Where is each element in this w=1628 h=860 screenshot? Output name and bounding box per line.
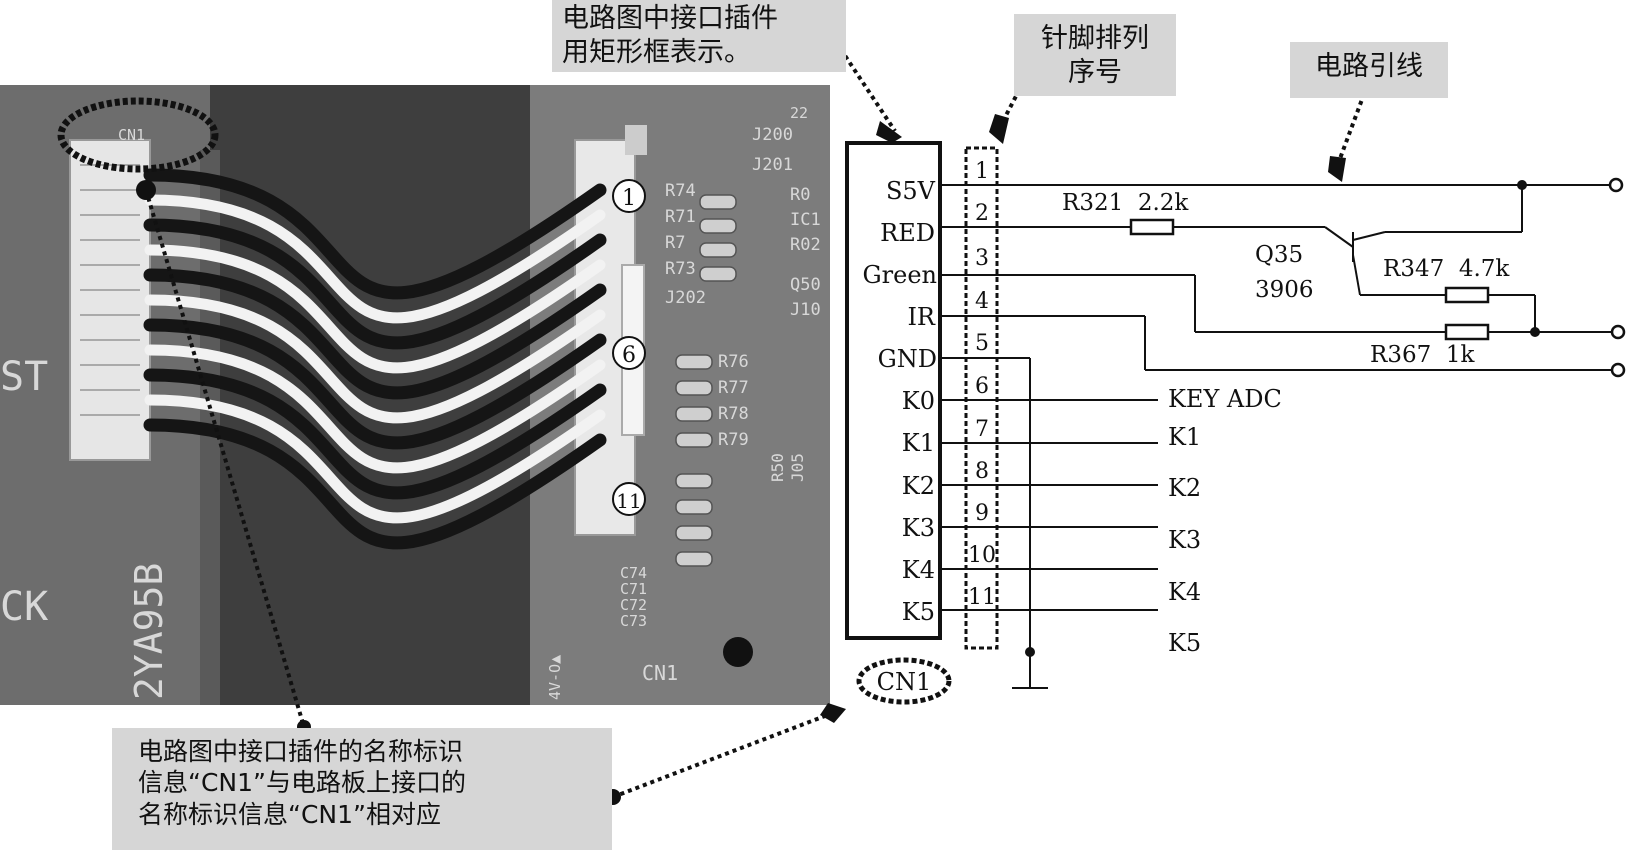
net-label: K2	[1168, 474, 1201, 502]
pin-label: RED	[880, 219, 935, 247]
schematic-text: S5V RED Green IR GND K0 K1 K2 K3 K4 K5 1…	[856, 159, 1510, 705]
callout-text: 电路图中接口插件的名称标识	[138, 737, 464, 766]
pin-mark-11: 11	[612, 482, 646, 516]
callout-circuit-lead: 电路引线	[1290, 42, 1448, 98]
callout-name-match: 电路图中接口插件的名称标识 信息“CN1”与电路板上接口的 名称标识信息“CN1…	[112, 728, 612, 850]
board-label: CK	[0, 584, 48, 630]
board-label: IC1	[790, 210, 821, 230]
r347-label: R347 4.7k	[1383, 256, 1510, 282]
board-label: R76	[718, 352, 749, 372]
board-label: R78	[718, 404, 749, 424]
pin-mark-1: 1	[612, 179, 646, 213]
terminal	[1608, 177, 1624, 193]
callout-pin-order: 针脚排列 序号	[1014, 14, 1176, 96]
circuit-board-photo: CN1 J200 J201 R74 R71 R7 R73 J202 R0 IC1…	[0, 85, 830, 705]
pin-label: K3	[902, 514, 935, 542]
board-label: R77	[718, 378, 749, 398]
pin-number: 1	[975, 159, 989, 184]
svg-text:6: 6	[622, 343, 636, 368]
board-label: R50	[768, 453, 787, 482]
connector-box	[845, 141, 942, 640]
pin-label: Green	[862, 261, 937, 289]
callout-connector-rectangle: 电路图中接口插件 用矩形框表示。	[552, 0, 846, 72]
callout-text: 针脚排列	[1041, 23, 1149, 54]
net-label: KEY ADC	[1168, 385, 1282, 413]
callout-text: 信息“CN1”与电路板上接口的	[138, 768, 466, 798]
callout-text: 序号	[1068, 56, 1122, 88]
board-label: CN1	[118, 126, 145, 144]
callout-text: 电路图中接口插件	[562, 3, 778, 34]
pin-number-box	[964, 146, 999, 650]
pin-mark-6: 6	[612, 336, 646, 370]
pin-label: K5	[902, 598, 935, 626]
board-label: ST	[0, 354, 48, 400]
board-label: J05	[788, 453, 807, 482]
board-label: 22	[790, 104, 808, 122]
cn1-board-ellipse	[57, 97, 219, 173]
board-label: 4V-O▲	[546, 655, 564, 700]
board-label: C71	[620, 580, 647, 598]
resistor-r367	[1444, 323, 1490, 341]
r367-label: R367 1k	[1370, 342, 1475, 368]
board-label: R7	[665, 233, 685, 253]
callout-text: 用矩形框表示。	[562, 36, 751, 68]
board-label: 2YA95B	[127, 563, 171, 700]
pin-number: 9	[975, 501, 989, 526]
callout-text: 名称标识信息“CN1”相对应	[138, 799, 441, 829]
resistor-r347	[1444, 286, 1490, 304]
pin-label: K0	[902, 387, 935, 415]
pin-number: 4	[975, 289, 989, 314]
svg-text:1: 1	[622, 186, 636, 211]
pin-number: 6	[975, 374, 989, 399]
pin-label: K4	[902, 556, 935, 584]
q35-label: Q35	[1255, 242, 1303, 268]
pin-number: 10	[968, 543, 996, 568]
pin-number: 2	[975, 201, 989, 226]
pin-label: IR	[907, 303, 935, 331]
board-label: C74	[620, 564, 647, 582]
board-label: J200	[752, 125, 793, 145]
callout-text: 电路引线	[1315, 51, 1423, 82]
pin-number: 5	[975, 331, 989, 356]
terminal	[1610, 362, 1626, 378]
board-label: R71	[665, 207, 696, 227]
board-label: R0	[790, 185, 810, 205]
pin-label: GND	[878, 345, 937, 373]
net-label: K5	[1168, 629, 1201, 657]
net-label: K4	[1168, 578, 1201, 606]
svg-text:11: 11	[616, 489, 641, 513]
board-label: J10	[790, 300, 821, 320]
r321-label: R321 2.2k	[1062, 190, 1189, 216]
board-label: R79	[718, 430, 749, 450]
cn1-schematic-ellipse	[856, 657, 952, 705]
q35-part-label: 3906	[1255, 277, 1314, 303]
schematic	[845, 141, 1626, 689]
board-label: R02	[790, 235, 821, 255]
board-label: Q50	[790, 275, 821, 295]
pin-label: K1	[902, 429, 935, 457]
net-label: K1	[1168, 423, 1201, 451]
board-label: R73	[665, 259, 696, 279]
board-label: C72	[620, 596, 647, 614]
connector-name: CN1	[877, 668, 932, 696]
board-label: J202	[665, 288, 706, 308]
pin-number: 8	[975, 459, 989, 484]
resistor-r321	[1129, 218, 1175, 236]
pointer-hands	[136, 29, 1375, 805]
pin-number: 3	[975, 246, 989, 271]
board-label: CN1	[642, 661, 678, 685]
terminal	[1610, 324, 1626, 340]
pin-number: 7	[975, 417, 989, 442]
board-label: J201	[752, 155, 793, 175]
pin-label: K2	[902, 472, 935, 500]
net-label: K3	[1168, 526, 1201, 554]
board-label: R74	[665, 181, 696, 201]
board-label: C73	[620, 612, 647, 630]
pin-label: S5V	[886, 177, 936, 205]
pin-number: 11	[968, 585, 996, 610]
